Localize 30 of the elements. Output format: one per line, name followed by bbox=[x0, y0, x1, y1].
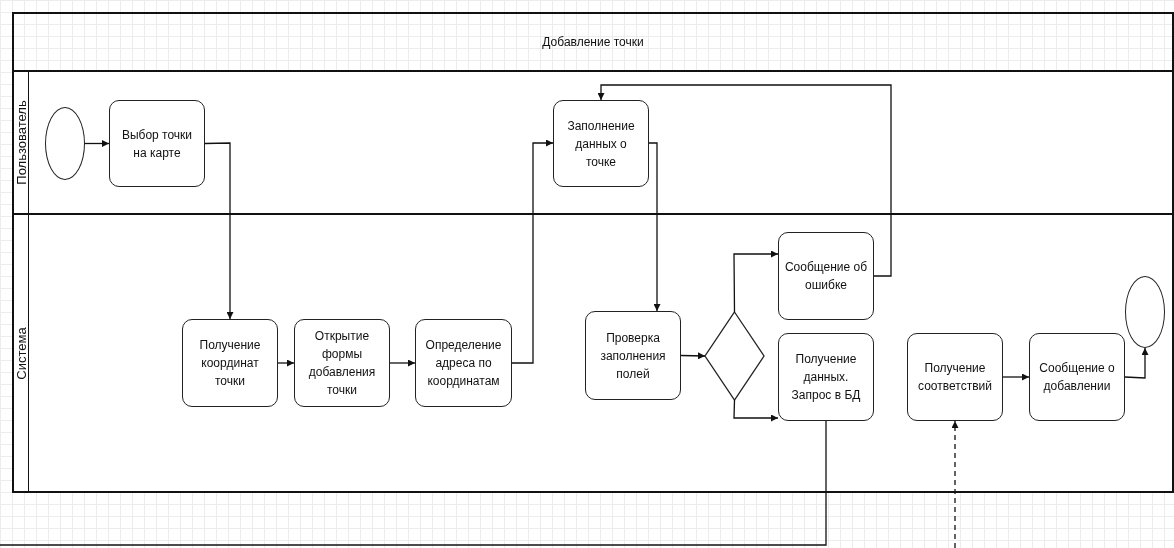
arrow bbox=[597, 84, 892, 277]
swimlane bbox=[12, 215, 1174, 493]
arrow bbox=[204, 142, 234, 320]
task-box: Выбор точки на карте bbox=[109, 100, 205, 187]
task-box: Проверка заполнения полей bbox=[585, 311, 681, 400]
task-box: Получение данных. Запрос в БД bbox=[778, 333, 874, 421]
task-box: Сообщение о добавлении bbox=[1029, 333, 1125, 421]
task-box: Открытие формы добавления точки bbox=[294, 319, 390, 407]
task-box: Получение соответствий bbox=[907, 333, 1003, 421]
arrow bbox=[84, 140, 110, 147]
arrow bbox=[733, 399, 779, 422]
task-box: Определение адреса по координатам bbox=[415, 319, 512, 407]
arrow bbox=[680, 352, 706, 360]
connector-line bbox=[0, 420, 827, 546]
arrow bbox=[1002, 373, 1030, 381]
lane-label: Система bbox=[13, 326, 29, 380]
gateway-diamond bbox=[705, 312, 764, 400]
task-box: Получение координат точки bbox=[182, 319, 278, 407]
arrow bbox=[1124, 347, 1149, 379]
swimlane bbox=[12, 70, 1174, 215]
arrow bbox=[951, 420, 959, 548]
task-box: Сообщение об ошибке bbox=[778, 232, 874, 320]
pool-title: Добавление точки bbox=[542, 35, 644, 49]
arrow bbox=[389, 359, 416, 367]
task-box: Заполнение данных о точке bbox=[553, 100, 649, 187]
arrow bbox=[511, 139, 554, 364]
arrow bbox=[733, 250, 779, 313]
lane-label: Пользователь bbox=[13, 100, 29, 185]
arrow bbox=[277, 359, 295, 367]
arrow bbox=[648, 142, 661, 312]
